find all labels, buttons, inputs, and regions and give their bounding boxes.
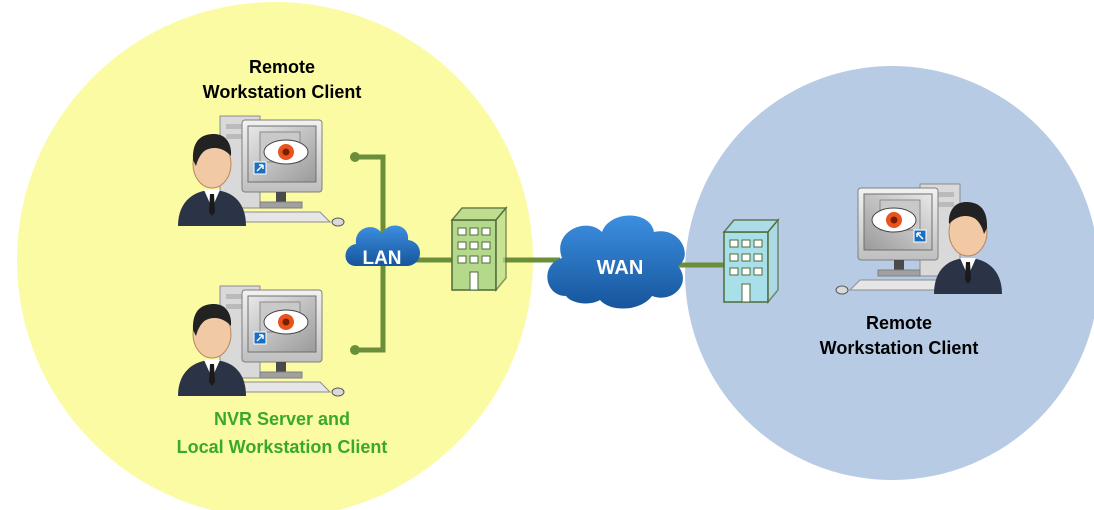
remote-client-label-line1: Remote [866,313,932,333]
remote-client-label-line2: Workstation Client [820,338,979,358]
top-client-label-line2: Workstation Client [203,82,362,102]
link-endpoint-top [350,152,360,162]
nvr-label-line2: Local Workstation Client [177,437,388,457]
wan-cloud-icon [547,215,685,309]
top-client-label-line1: Remote [249,57,315,77]
lan-label: LAN [362,248,401,269]
local-network-zone [17,2,533,510]
lan-cloud-icon [345,225,420,266]
wan-label: WAN [597,257,644,279]
nvr-label-line1: NVR Server and [214,409,350,429]
link-endpoint-bottom [350,345,360,355]
local-building-icon [451,207,507,291]
remote-building-icon [723,219,779,303]
